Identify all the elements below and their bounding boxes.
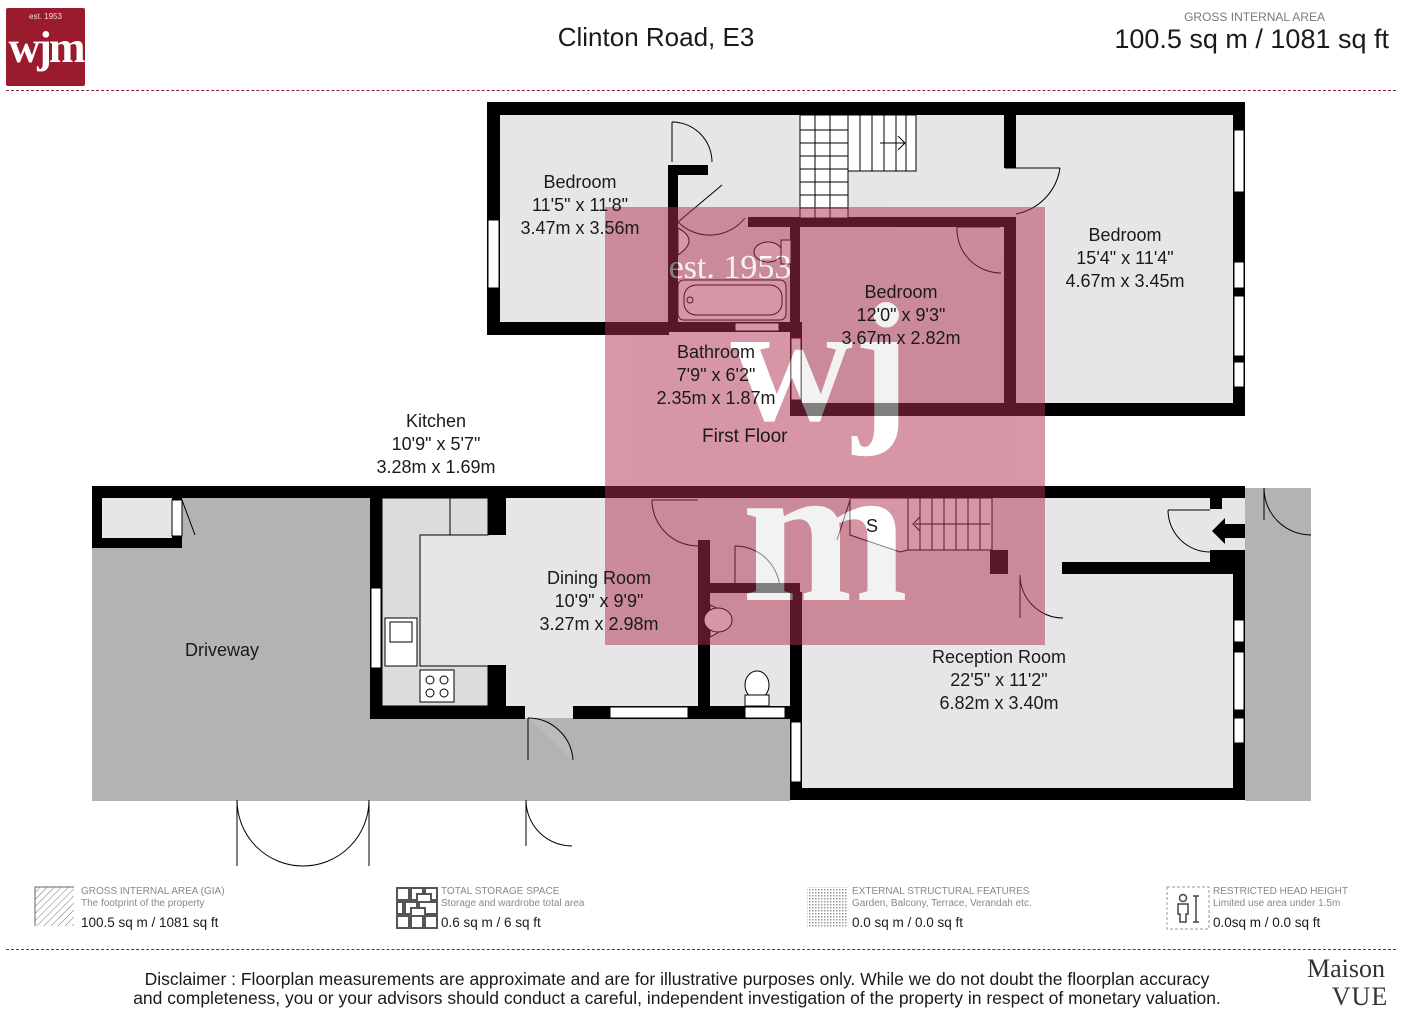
gia-header-value: 100.5 sq m / 1081 sq ft	[1114, 24, 1389, 54]
legend-gia	[34, 886, 76, 931]
room-driveway: Driveway	[184, 640, 259, 660]
watermark: est. 1953 wj m	[605, 207, 1045, 645]
grid-pattern-icon	[807, 887, 847, 927]
footer-divider	[6, 949, 1396, 950]
storage-mark: S	[865, 516, 878, 536]
gia-header-label: GROSS INTERNAL AREA	[1184, 10, 1325, 24]
legend-storage-value: 0.6 sq m / 6 sq ft	[441, 915, 541, 930]
legend-gia-title: GROSS INTERNAL AREA (GIA)The footprint o…	[81, 886, 225, 909]
storage-pattern-icon	[396, 887, 438, 929]
header-divider	[6, 90, 1396, 91]
svg-text:m: m	[742, 423, 909, 644]
property-title: Clinton Road, E3	[557, 22, 755, 52]
company-logo: est. 1953 wjm	[6, 8, 86, 86]
hatch-icon	[34, 886, 76, 928]
legend-external	[806, 886, 848, 933]
svg-text:est. 1953: est. 1953	[669, 249, 792, 286]
legend-external-value: 0.0 sq m / 0.0 sq ft	[852, 915, 964, 930]
legend-storage	[395, 886, 439, 935]
brand-logo: Maison VUE	[1307, 954, 1389, 1011]
disclaimer-text: Disclaimer : Floorplan measurements are …	[133, 969, 1221, 1008]
first-floor-label: First Floor	[702, 426, 788, 447]
legend-gia-value: 100.5 sq m / 1081 sq ft	[81, 915, 219, 930]
legend-head-height	[1166, 886, 1210, 935]
person-height-icon	[1166, 886, 1210, 930]
svg-text:wj: wj	[730, 269, 909, 457]
legend-head-height-value: 0.0sq m / 0.0 sq ft	[1213, 915, 1321, 930]
